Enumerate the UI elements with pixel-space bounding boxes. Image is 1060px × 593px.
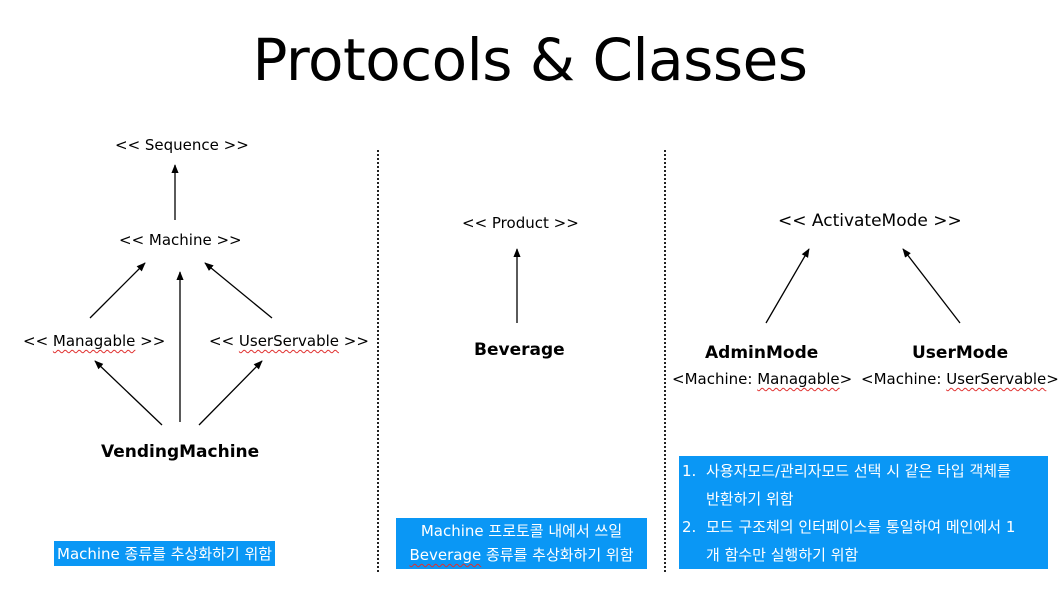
right-note-item-2-cont: 개 함수만 실행하기 위함 (706, 546, 859, 564)
usermode-class-label: UserMode (912, 343, 1009, 363)
activatemode-protocol-label: << ActivateMode >> (778, 211, 962, 231)
left-note: Machine 종류를 추상화하기 위함 (54, 541, 276, 566)
middle-note: Machine 프로토콜 내에서 쓰일 Beverage 종류를 추상화하기 위… (396, 518, 647, 569)
managable-protocol-label: << Managable >> (23, 332, 166, 350)
page-title: Protocols & Classes (252, 26, 808, 94)
arrow-user-to-activate (902, 248, 961, 324)
arrow-userservable-to-machine (204, 262, 273, 319)
divider-right (664, 150, 666, 572)
right-note-list: 1.사용자모드/관리자모드 선택 시 같은 타입 객체를 반환하기 위함 2.모… (679, 457, 1048, 569)
middle-note-line1: Machine 프로토콜 내에서 쓰일 (420, 522, 623, 540)
adminmode-class-label: AdminMode (705, 343, 819, 363)
sequence-protocol-label: << Sequence >> (115, 136, 249, 154)
adminmode-generic-label: <Machine: Managable> (672, 370, 853, 388)
userservable-protocol-label: << UserServable >> (209, 332, 369, 350)
arrow-managable-to-machine (89, 262, 146, 319)
right-note-item-1-cont: 반환하기 위함 (706, 490, 794, 508)
divider-left (377, 150, 379, 572)
vendingmachine-class-label: VendingMachine (101, 442, 260, 462)
right-note: 1.사용자모드/관리자모드 선택 시 같은 타입 객체를 반환하기 위함 2.모… (679, 456, 1048, 569)
right-note-item-2: 2.모드 구조체의 인터페이스를 통일하여 메인에서 1 (682, 518, 1016, 536)
right-note-item-1: 1.사용자모드/관리자모드 선택 시 같은 타입 객체를 (682, 462, 1011, 480)
arrow-vending-to-userservable (198, 360, 263, 426)
beverage-class-label: Beverage (474, 340, 565, 360)
arrow-admin-to-activate (765, 248, 810, 324)
arrow-vending-to-managable (94, 360, 163, 426)
machine-protocol-label: << Machine >> (119, 231, 242, 249)
middle-note-line2: Beverage 종류를 추상화하기 위함 (409, 546, 634, 564)
usermode-generic-label: <Machine: UserServable> (861, 370, 1059, 388)
product-protocol-label: << Product >> (462, 214, 579, 232)
